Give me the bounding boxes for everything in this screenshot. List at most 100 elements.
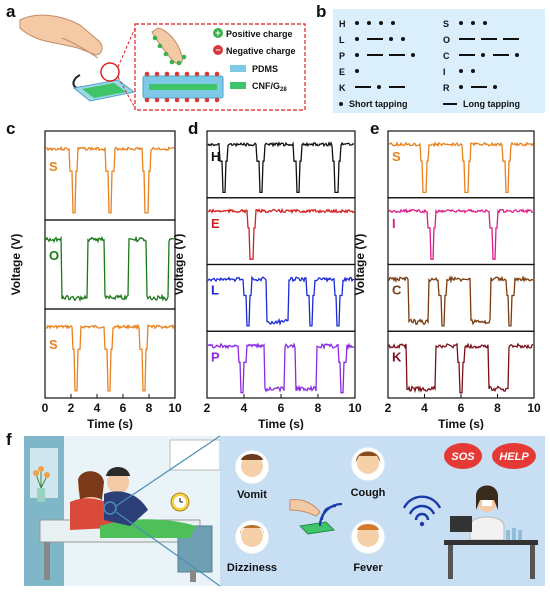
x-tick-label-d: 10: [348, 401, 362, 415]
x-tick-label-c: 2: [68, 401, 75, 415]
morse-dash: [493, 54, 509, 56]
panel-label-e: e: [370, 119, 380, 138]
x-tick-label-e: 6: [458, 401, 465, 415]
morse-dot: [389, 37, 393, 41]
trace-box-d-1: [206, 197, 356, 266]
morse-dash: [389, 86, 405, 88]
morse-dot: [481, 53, 485, 57]
x-tick-label-e: 4: [421, 401, 428, 415]
x-tick-label-e: 10: [527, 401, 541, 415]
x-tick-label-d: 4: [241, 401, 248, 415]
fever-label: Fever: [353, 562, 383, 574]
legend-long-tapping: Long tapping: [463, 99, 520, 109]
zoom-circle: [100, 62, 120, 82]
morse-dash: [355, 86, 371, 88]
trace-box-c-2: [44, 308, 176, 399]
morse-dot: [471, 21, 475, 25]
sos-bubble: [444, 443, 482, 469]
desk-icon: [444, 540, 538, 545]
x-tick-label-c: 0: [42, 401, 49, 415]
y-axis-label-d: Voltage (V): [172, 234, 186, 296]
morse-letter-i: I: [443, 67, 446, 77]
series-label-c-s: S: [49, 159, 58, 174]
cnf-swatch: [230, 82, 246, 89]
panel-label-d: d: [188, 119, 199, 138]
morse-dot: [355, 37, 359, 41]
trace-box-e-1: [387, 197, 535, 266]
voltage-trace-d-e: [207, 207, 355, 260]
panel-f-illustration: Vomit Cough Dizziness Fever SOS HELP: [24, 435, 545, 587]
morse-letter-e: E: [339, 67, 345, 77]
y-axis-label-e: Voltage (V): [353, 234, 367, 296]
svg-text:+: +: [215, 28, 220, 38]
negative-charge-icon: [213, 45, 223, 55]
morse-dot: [401, 37, 405, 41]
x-axis-label-d: Time (s): [258, 417, 304, 430]
x-tick-label-c: 10: [168, 401, 182, 415]
morse-dash: [503, 38, 519, 40]
morse-dash: [459, 38, 475, 40]
wifi-receiver-icon: [402, 495, 442, 521]
series-label-d-l: L: [211, 283, 219, 298]
morse-dot: [493, 85, 497, 89]
panel-label-a: a: [6, 2, 16, 21]
wearable-sensor-icon: [298, 521, 336, 535]
morse-dot: [355, 69, 359, 73]
positive-charge-icon: [213, 28, 223, 38]
tapping-hand-icon: [289, 499, 321, 517]
positive-charge-label: Positive charge: [226, 29, 293, 39]
pdms-label: PDMS: [252, 64, 278, 74]
x-axis-label-c: Time (s): [87, 417, 133, 430]
x-tick-label-c: 4: [94, 401, 101, 415]
morse-dot: [411, 53, 415, 57]
trace-box-e-0: [387, 130, 535, 199]
morse-dot: [471, 69, 475, 73]
morse-dash: [481, 38, 497, 40]
x-tick-label-c: 6: [120, 401, 127, 415]
morse-dot: [459, 85, 463, 89]
series-label-c-o: O: [49, 248, 59, 263]
voltage-trace-e-i: [388, 208, 534, 260]
morse-dot: [379, 21, 383, 25]
morse-letter-k: K: [339, 83, 346, 93]
svg-text:−: −: [215, 45, 220, 55]
morse-dot: [459, 21, 463, 25]
morse-dash: [459, 54, 475, 56]
hand-icon: [19, 14, 103, 56]
morse-letter-s: S: [443, 19, 449, 29]
x-tick-label-d: 8: [315, 401, 322, 415]
morse-letter-o: O: [443, 35, 450, 45]
pdms-swatch: [230, 65, 246, 72]
negative-charge-label: Negative charge: [226, 46, 296, 56]
morse-code-table: [333, 9, 545, 113]
series-label-e-s: S: [392, 149, 401, 164]
series-label-e-c: C: [392, 283, 402, 298]
voltage-trace-e-c: [388, 275, 533, 327]
help-bubble: [492, 443, 536, 469]
voltage-trace-e-k: [388, 342, 534, 394]
voltage-trace-c-o: [45, 235, 175, 303]
morse-dot: [391, 21, 395, 25]
legend-short-tapping: Short tapping: [349, 99, 408, 109]
voltage-trace-d-h: [207, 141, 355, 194]
trace-box-d-0: [206, 130, 356, 199]
morse-dash: [367, 38, 383, 40]
morse-letter-c: C: [443, 51, 450, 61]
morse-dot: [483, 21, 487, 25]
legend-dash: [443, 103, 457, 105]
dizziness-label: Dizziness: [227, 562, 277, 574]
sos-label: SOS: [451, 451, 475, 463]
series-label-e-k: K: [392, 349, 402, 364]
trace-box-e-3: [387, 330, 535, 399]
panel-label-c: c: [6, 119, 16, 138]
x-tick-label-d: 6: [278, 401, 285, 415]
monitor-icon: [450, 516, 472, 532]
voltage-trace-e-s: [388, 141, 534, 194]
morse-letter-h: H: [339, 19, 346, 29]
series-label-d-e: E: [211, 216, 220, 231]
morse-letter-r: R: [443, 83, 450, 93]
panel-label-f: f: [6, 430, 12, 449]
x-tick-label-d: 2: [204, 401, 211, 415]
